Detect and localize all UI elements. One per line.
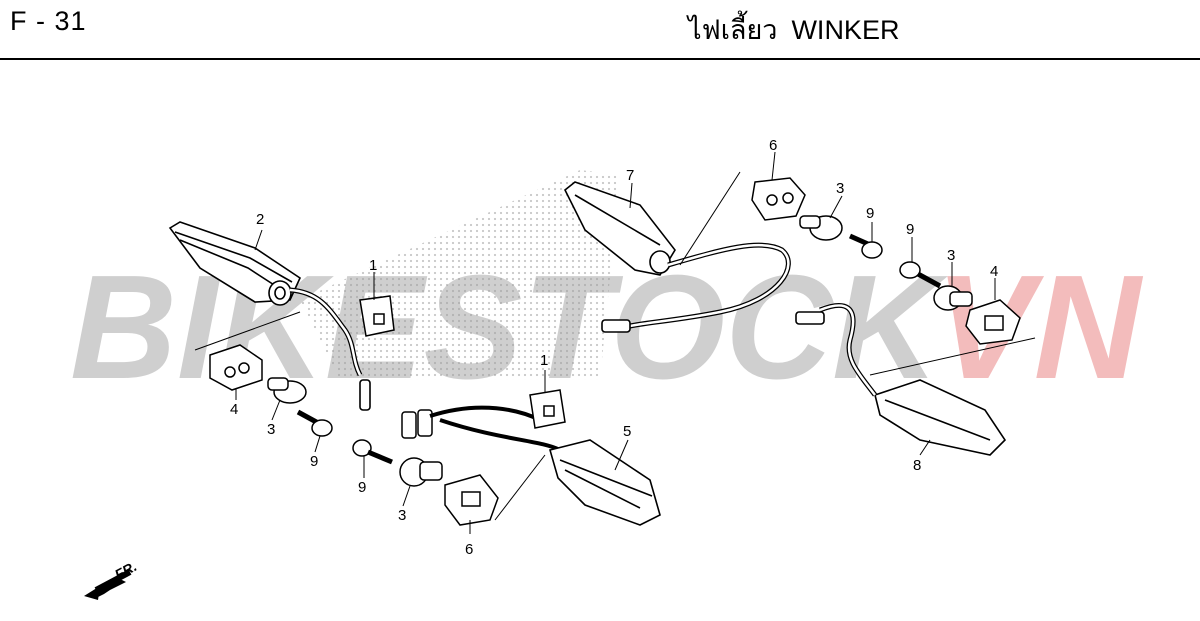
callout-9-right-upper: 9: [866, 205, 874, 222]
front-direction-marker: FR.: [84, 558, 139, 600]
bolt-center: [352, 439, 393, 465]
callout-1-center: 1: [540, 352, 548, 369]
callout-8: 8: [913, 457, 921, 474]
callout-7: 7: [626, 167, 634, 184]
callout-6-right: 6: [769, 137, 777, 154]
clip-left: [359, 295, 395, 337]
callout-3-right-lower: 3: [947, 247, 955, 264]
collar-center: [399, 457, 443, 487]
title-thai: ไฟเลี้ยว: [688, 15, 778, 45]
callout-3-left: 3: [267, 421, 275, 438]
title-english: WINKER: [791, 15, 900, 45]
callout-6-center: 6: [465, 541, 473, 558]
grommet-right-lower: [965, 299, 1021, 345]
page-title: ไฟเลี้ยว WINKER: [688, 8, 913, 51]
winker-left-front: [168, 221, 371, 411]
callout-9-center: 9: [358, 479, 366, 496]
collar-left: [267, 377, 307, 404]
grommet-center: [444, 474, 499, 526]
page-code: F - 31: [10, 6, 87, 36]
header-rule: [0, 58, 1200, 60]
callout-2: 2: [256, 211, 264, 228]
leader-lines: [194, 151, 1036, 534]
winker-center: [549, 439, 661, 526]
grommet-right-upper: [751, 177, 806, 221]
winker-right-lower: [795, 303, 1007, 456]
callout-1-left: 1: [369, 257, 377, 274]
callout-9-left: 9: [310, 453, 318, 470]
callout-labels: 2 1 4 3 9 1 5 9 3 6 7 6 3 9 9 3 4 8: [230, 137, 998, 558]
collar-right-lower: [933, 285, 973, 311]
grommet-left: [209, 344, 263, 391]
callout-3-center: 3: [398, 507, 406, 524]
bolt-right-lower: [899, 261, 942, 289]
callout-9-right-lower: 9: [906, 221, 914, 238]
callout-3-right-upper: 3: [836, 180, 844, 197]
bolt-left: [296, 409, 333, 437]
collar-right-upper: [799, 215, 843, 241]
callout-4-left: 4: [230, 401, 238, 418]
clip-center: [529, 389, 566, 429]
connectors-center: [401, 405, 561, 452]
winker-right-upper: [563, 181, 791, 333]
callout-5: 5: [623, 423, 631, 440]
callout-4-right: 4: [990, 263, 998, 280]
